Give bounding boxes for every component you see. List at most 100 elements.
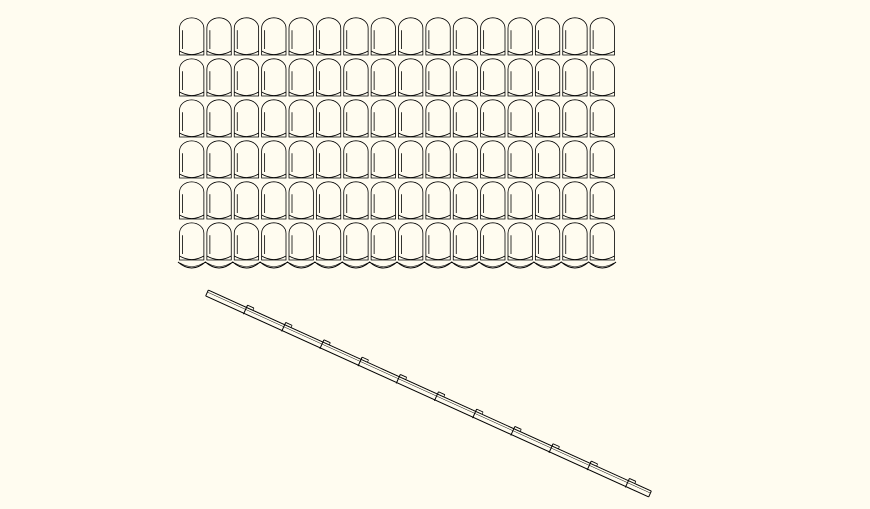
tile-outline (589, 140, 615, 179)
joint-tick (433, 391, 439, 401)
section-tile-joint (357, 356, 369, 367)
tile-lip (179, 214, 205, 219)
tile-outline (288, 222, 314, 261)
roof-tile (343, 181, 369, 220)
roof-tile (398, 17, 424, 56)
tile-outline (480, 140, 506, 179)
tile-outline (315, 222, 342, 261)
tile-outline (425, 99, 451, 138)
roof-tile (288, 17, 314, 56)
tile-lip (425, 132, 451, 137)
roof-tile (343, 140, 369, 179)
tile-outline (179, 99, 205, 138)
roof-tile (589, 222, 615, 261)
roof-tile (179, 17, 205, 56)
tile-outline (206, 222, 232, 261)
tile-outline (452, 99, 479, 138)
tile-lip (288, 173, 314, 178)
roof-tile (315, 17, 342, 56)
joint-lip-end (558, 446, 560, 450)
roof-tile (261, 58, 287, 97)
roof-tile (398, 181, 424, 220)
tile-lip (288, 255, 314, 260)
tile-lip (480, 91, 506, 96)
tile-lip (589, 50, 615, 55)
section-start-cap (205, 289, 209, 297)
tile-lip (370, 214, 396, 219)
tile-lip (316, 214, 341, 219)
roof-tile (179, 99, 205, 138)
roof-tile (425, 140, 451, 179)
tile-lip (480, 50, 506, 55)
roof-tile (206, 140, 232, 179)
tile-outline (370, 17, 396, 56)
roof-tile (370, 140, 396, 179)
joint-lip-end (290, 325, 293, 328)
section-tile-joint (548, 443, 560, 453)
tile-lip (398, 50, 424, 55)
tile-lip (535, 132, 560, 137)
joint-lip (476, 408, 484, 413)
tile-outline (261, 222, 287, 261)
roof-tile (398, 58, 424, 97)
roof-tile (343, 99, 369, 138)
roof-tile (452, 17, 479, 56)
tile-lip (507, 214, 533, 219)
section-tile-joint (395, 374, 407, 384)
tile-lip (425, 173, 451, 178)
tile-outline (480, 58, 506, 97)
roof-tile (233, 17, 260, 56)
roof-tile (452, 99, 479, 138)
tile-lip (480, 255, 506, 260)
tile-outline (315, 17, 342, 56)
tile-lip (562, 255, 588, 260)
joint-lip-end (443, 394, 446, 398)
tile-lip (589, 255, 615, 260)
roof-tile (589, 140, 615, 179)
tile-outline (233, 99, 260, 138)
tile-outline (206, 58, 232, 97)
tile-outline (452, 140, 479, 179)
tile-outline (179, 17, 205, 56)
tile-outline (233, 58, 260, 97)
joint-tick (395, 374, 401, 384)
roof-tile (480, 58, 506, 97)
roof-tile (343, 222, 369, 261)
roof-tile (562, 222, 588, 261)
tile-lip (179, 91, 205, 96)
tile-outline (315, 58, 342, 97)
roof-tile (179, 58, 205, 97)
tile-outline (370, 181, 396, 220)
section-end-cap (648, 490, 652, 498)
tile-outline (179, 140, 205, 179)
roof-tile (480, 222, 506, 261)
tile-outline (589, 222, 615, 261)
roof-tile (370, 222, 396, 261)
roof-tile-section-view (205, 289, 652, 498)
roof-tile (206, 181, 232, 220)
tile-lip (234, 173, 259, 178)
tile-lip (343, 50, 369, 55)
roof-tile (261, 17, 287, 56)
tile-outline (261, 181, 287, 220)
tile-lip (234, 255, 259, 260)
tile-outline (315, 140, 342, 179)
tile-lip (535, 173, 560, 178)
tile-lip (370, 255, 396, 260)
joint-lip-end (596, 463, 598, 467)
tile-lip (206, 255, 232, 260)
roof-tile (507, 222, 533, 261)
roof-tile (315, 140, 342, 179)
roof-tile-plan-view (177, 17, 618, 269)
tile-lip (206, 91, 232, 96)
tile-outline (288, 17, 314, 56)
tile-lip (261, 214, 287, 219)
tile-outline (425, 222, 451, 261)
roof-tile (480, 181, 506, 220)
roof-tile (179, 140, 205, 179)
tile-lip (425, 50, 451, 55)
tile-outline (179, 58, 205, 97)
tile-outline (507, 140, 533, 179)
tile-outline (233, 140, 260, 179)
